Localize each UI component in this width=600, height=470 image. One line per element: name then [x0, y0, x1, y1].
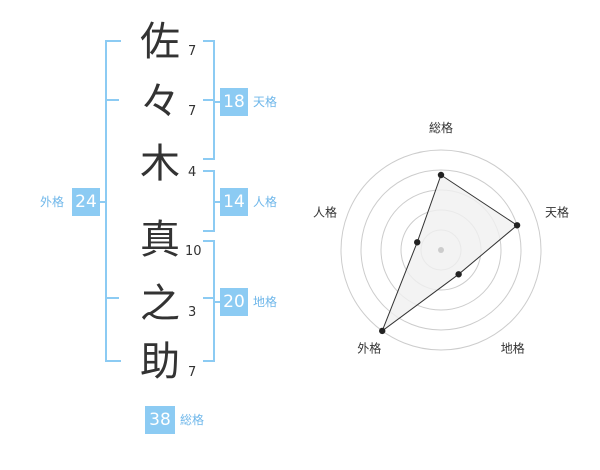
- tenkaku-connector: [213, 101, 221, 103]
- jinkaku-connector: [213, 201, 221, 203]
- soukaku-badge: 38: [145, 406, 175, 434]
- tenkaku-bracket: [203, 40, 215, 160]
- stroke-count-3: 4: [188, 165, 197, 180]
- jinkaku-label: 人格: [253, 195, 278, 209]
- stroke-count-1: 7: [188, 44, 197, 59]
- tenkaku-label: 天格: [253, 95, 278, 109]
- chikaku-bracket-tick: [203, 297, 213, 299]
- radar-axis-label: 天格: [545, 204, 569, 219]
- radar-ring: [360, 169, 522, 331]
- radar-ring: [340, 149, 542, 351]
- jinkaku-badge: 14: [220, 188, 248, 216]
- radar-center-dot: [438, 247, 444, 253]
- radar-point: [513, 222, 521, 229]
- radar-axis-label: 人格: [313, 204, 337, 219]
- name-char-4: 真: [140, 217, 180, 263]
- stroke-count-6: 7: [188, 365, 197, 380]
- radar-point: [414, 239, 421, 246]
- chikaku-connector: [213, 301, 221, 303]
- soukaku-label: 総格: [180, 413, 205, 427]
- radar-point: [379, 327, 386, 335]
- radar-polygon: [381, 174, 518, 333]
- gaikaku-bracket-tick: [105, 99, 119, 101]
- radar-point: [455, 271, 462, 278]
- chikaku-badge: 20: [220, 288, 248, 316]
- name-char-5: 之: [140, 281, 180, 327]
- radar-point: [437, 171, 445, 179]
- chikaku-label: 地格: [253, 295, 278, 309]
- name-char-2: 々: [140, 79, 180, 125]
- tenkaku-badge: 18: [220, 88, 248, 116]
- gaikaku-bracket-tick: [105, 297, 119, 299]
- stroke-count-2: 7: [188, 104, 197, 119]
- radar-axis-label: 外格: [357, 341, 381, 356]
- gaikaku-badge: 24: [72, 188, 100, 216]
- radar-axis-label: 地格: [501, 341, 525, 356]
- gaikaku-bracket: [105, 40, 121, 362]
- radar-axis-label: 総格: [429, 120, 453, 135]
- name-char-1: 佐: [140, 19, 180, 65]
- name-char-6: 助: [140, 339, 180, 385]
- stroke-count-5: 3: [188, 305, 197, 320]
- gaikaku-label: 外格: [40, 195, 65, 209]
- stroke-count-4: 10: [185, 244, 202, 259]
- tenkaku-bracket-tick: [203, 99, 213, 101]
- name-char-3: 木: [140, 141, 180, 187]
